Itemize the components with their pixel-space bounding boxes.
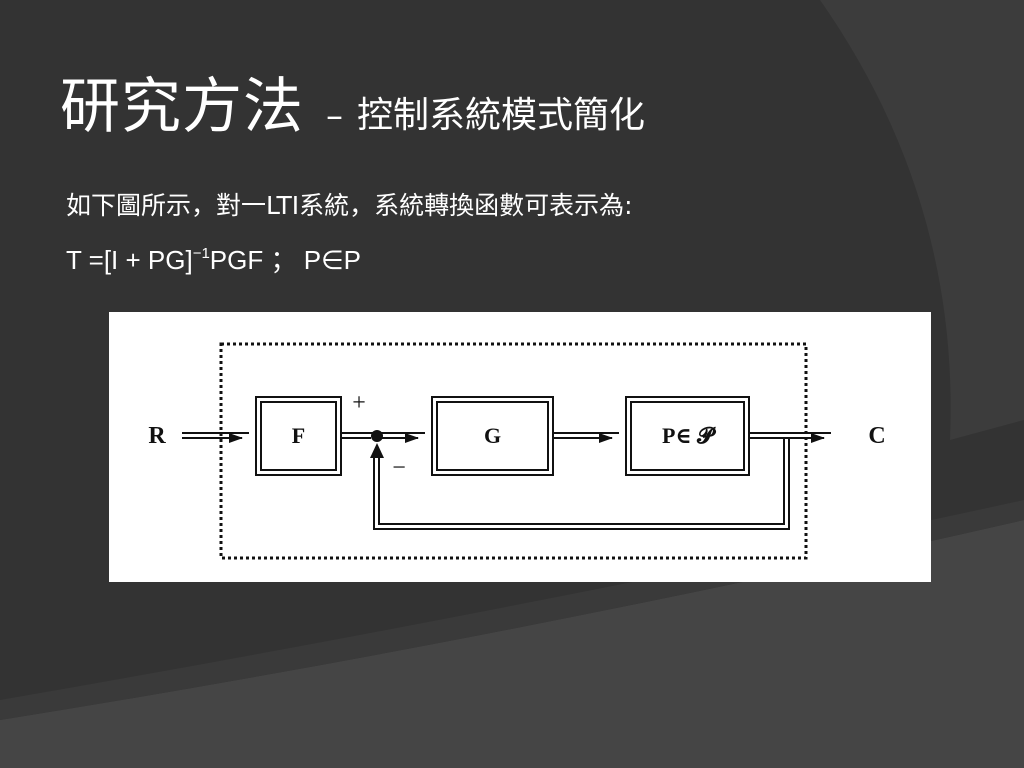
- body-text-line: 如下圖所示，對一LTI系統，系統轉換函數可表示為:: [66, 191, 633, 220]
- signal-g-to-p: [553, 432, 619, 443]
- block-f-label: F: [292, 423, 305, 448]
- output-label: C: [868, 423, 885, 449]
- formula-part-1: T =[I + PG]: [66, 245, 193, 275]
- signal-f-to-sum: [341, 432, 377, 439]
- block-f: F: [255, 396, 342, 476]
- summing-junction: [371, 430, 383, 442]
- block-diagram: F G P∈ 𝓟: [148, 342, 886, 560]
- block-g: G: [431, 396, 554, 476]
- input-label: R: [148, 423, 166, 449]
- block-g-label: G: [484, 423, 501, 448]
- signal-sum-to-g: [377, 432, 425, 443]
- minus-sign: −: [392, 455, 406, 481]
- title-separator: –: [326, 96, 343, 136]
- block-p: P∈ 𝓟: [625, 396, 750, 476]
- transfer-function-formula: T =[I + PG]−1PGF ； P∈P: [66, 240, 361, 277]
- feedback-path: [370, 438, 790, 530]
- formula-part-2: PGF ； P∈P: [209, 245, 362, 275]
- system-boundary: [219, 342, 808, 560]
- block-diagram-panel: F G P∈ 𝓟: [109, 312, 931, 582]
- formula-exponent: −1: [192, 245, 210, 262]
- title-main: 研究方法: [60, 72, 304, 142]
- slide-title: 研究方法–控制系統模式簡化: [60, 58, 645, 145]
- plus-sign: +: [352, 390, 366, 416]
- signal-output: [749, 432, 831, 443]
- block-p-label: P∈ 𝓟: [662, 423, 716, 448]
- title-subtitle: 控制系統模式簡化: [357, 95, 646, 136]
- signal-input: [182, 432, 249, 443]
